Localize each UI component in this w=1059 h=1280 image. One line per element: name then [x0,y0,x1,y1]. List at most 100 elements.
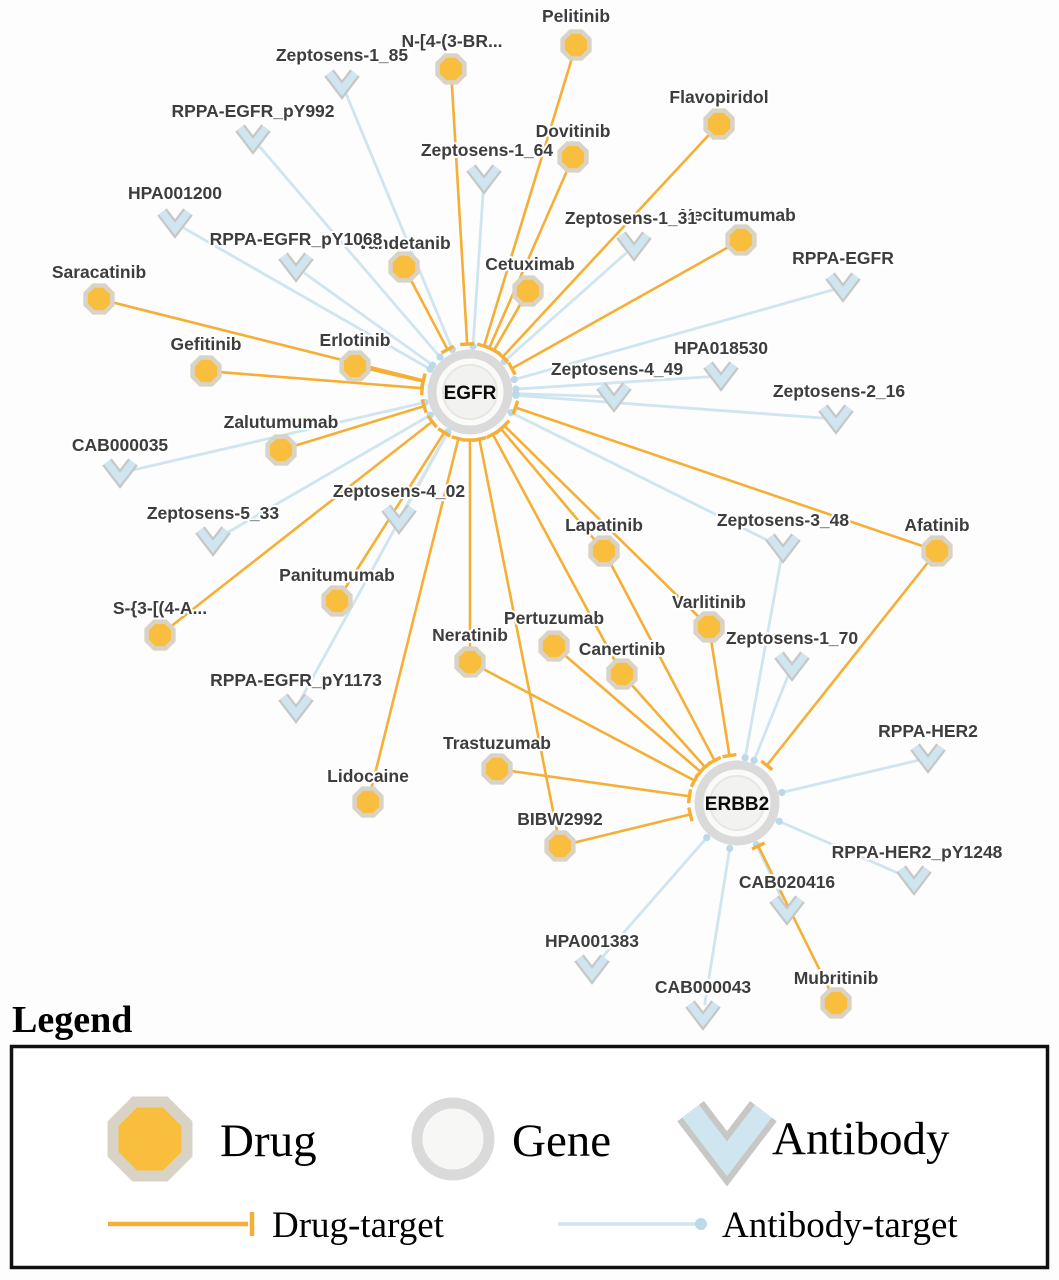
drug-node-neratinib[interactable] [454,646,486,678]
drug-label-dovitinib: Dovitinib [536,121,611,141]
drug-label-afatinib: Afatinib [904,515,969,535]
drug-octagon-icon [388,251,420,283]
antibody-target-edge-zeptosens-1-85-egfr [344,92,456,354]
antibody-label-zeptosens-1-85: Zeptosens-1_85 [276,45,409,65]
antibody-node-zeptosens-3-48[interactable] [765,533,801,564]
antibody-label-rppa-egfr-py992: RPPA-EGFR_pY992 [171,101,334,121]
antibody-node-rppa-her2-py1248[interactable] [896,865,932,896]
antibody-node-zeptosens-5-33[interactable] [195,526,231,557]
drug-node-trastuzumab[interactable] [481,753,513,785]
drug-node-cetuximab[interactable] [512,275,544,307]
drug-octagon-icon [339,350,371,382]
drug-node-mubritinib[interactable] [820,987,852,1019]
antibody-label-hpa018530: HPA018530 [674,338,768,358]
drug-node-s-3-4-a[interactable] [144,619,176,651]
drug-node-lidocaine[interactable] [352,786,384,818]
drug-node-saracatinib[interactable] [83,283,115,315]
drug-octagon-icon [352,786,384,818]
antibody-node-zeptosens-4-02[interactable] [381,504,417,535]
antibody-chevron-icon [237,125,269,152]
antibody-node-cab000035[interactable] [102,458,138,489]
drug-node-panitumumab[interactable] [321,585,353,617]
antibody-node-rppa-her2[interactable] [910,743,946,774]
antibody-legend-icon [677,1100,777,1187]
antibody-node-rppa-egfr-py1068[interactable] [278,252,314,283]
antibody-node-zeptosens-1-70[interactable] [774,651,810,682]
antibody-node-cab000043[interactable] [685,1000,721,1031]
antibody-label-hpa001200: HPA001200 [128,183,222,203]
drug-node-pertuzumab[interactable] [538,630,570,662]
antibody-target-edge-zeptosens-1-64-egfr [469,188,485,350]
drug-node-pelitinib[interactable] [560,29,592,61]
drug-node-gefitinib[interactable] [190,355,222,387]
drug-target-edge-trastuzumab-erbb2 [511,769,693,804]
drug-octagon-icon [454,646,486,678]
antibody-target-edge-rppa-her2-py1248-erbb2 [775,817,906,878]
drug-node-zalutumumab[interactable] [265,434,297,466]
drug-node-canertinib[interactable] [606,658,638,690]
drug-target-edge-varlitinib-egfr [498,419,700,618]
antibody-chevron-icon [280,253,312,280]
drug-node-erlotinib[interactable] [339,350,371,382]
antibody-node-hpa001200[interactable] [157,208,193,239]
antibody-chevron-icon [820,405,852,432]
drug-label-erlotinib: Erlotinib [320,330,391,350]
legend-icons [107,1096,777,1236]
drug-node-lapatinib[interactable] [588,535,620,567]
drug-node-dovitinib[interactable] [557,141,589,173]
antibody-node-rppa-egfr-py1173[interactable] [278,693,314,724]
drug-label-mubritinib: Mubritinib [794,968,879,988]
drug-label-neratinib: Neratinib [432,625,508,645]
gene-inner-ring [442,364,498,420]
drug-target-edge-pelitinib-egfr [476,58,573,350]
antibody-node-zeptosens-2-16[interactable] [818,404,854,435]
antibody-node-hpa001383[interactable] [574,954,610,985]
legend-drug-label: Drug [220,1115,317,1167]
drug-node-bibw2992[interactable] [544,830,576,862]
legend: Legend Drug Gene Antibody Drug-target An… [9,999,1050,1270]
antibody-node-hpa018530[interactable] [703,361,739,392]
drug-node-varlitinib[interactable] [693,611,725,643]
drug-octagon-icon [481,753,513,785]
drug-octagon-icon [83,283,115,315]
antibody-label-rppa-egfr-py1068: RPPA-EGFR_pY1068 [210,229,383,249]
drug-target-edge-flavopiridol-egfr [496,134,710,363]
antibody-chevron-icon [682,1104,772,1177]
drug-node-flavopiridol[interactable] [703,108,735,140]
antibody-node-zeptosens-1-31[interactable] [616,231,652,262]
drug-octagon-icon [321,585,353,617]
drug-node-afatinib[interactable] [921,535,953,567]
drug-target-edge-s-3-4-a-egfr [171,415,438,627]
drug-target-edge-n-4-3-br-egfr [450,83,475,347]
gene-node-egfr[interactable]: EGFR [427,349,513,435]
antibody-chevron-icon [912,744,944,771]
antibody-node-zeptosens-1-85[interactable] [324,69,360,100]
drug-edge-legend-sample [108,1212,255,1236]
drug-node-necitumumab[interactable] [725,224,757,256]
drug-octagon-icon [606,658,638,690]
gene-node-erbb2[interactable]: ERBB2 [694,760,780,846]
antibody-label-zeptosens-5-33: Zeptosens-5_33 [147,503,280,523]
drug-node-n-4-3-br[interactable] [435,53,467,85]
drug-label-lidocaine: Lidocaine [327,766,409,786]
antibody-label-zeptosens-3-48: Zeptosens-3_48 [717,510,850,530]
antibody-target-edge-rppa-egfr-py1068-egfr [303,271,437,369]
antibody-node-zeptosens-1-64[interactable] [466,164,502,195]
antibody-node-zeptosens-4-49[interactable] [596,382,632,413]
antibody-label-zeptosens-1-64: Zeptosens-1_64 [421,140,554,160]
antibody-target-edge-zeptosens-2-16-egfr [512,391,827,420]
drug-target-edge-cetuximab-egfr [486,303,522,356]
antibody-node-cab020416[interactable] [769,895,805,926]
antibody-chevron-icon [827,273,859,300]
legend-antibody-edge-label: Antibody-target [722,1205,958,1246]
legend-gene-label: Gene [512,1115,611,1167]
gene-label: EGFR [444,383,497,404]
antibody-chevron-icon [767,534,799,561]
drug-label-trastuzumab: Trastuzumab [443,733,551,753]
drug-label-cetuximab: Cetuximab [485,254,574,274]
drug-node-vandetanib[interactable] [388,251,420,283]
antibody-node-rppa-egfr-py992[interactable] [235,124,271,155]
antibody-node-rppa-egfr[interactable] [825,272,861,303]
gene-inner-ring [709,775,765,831]
